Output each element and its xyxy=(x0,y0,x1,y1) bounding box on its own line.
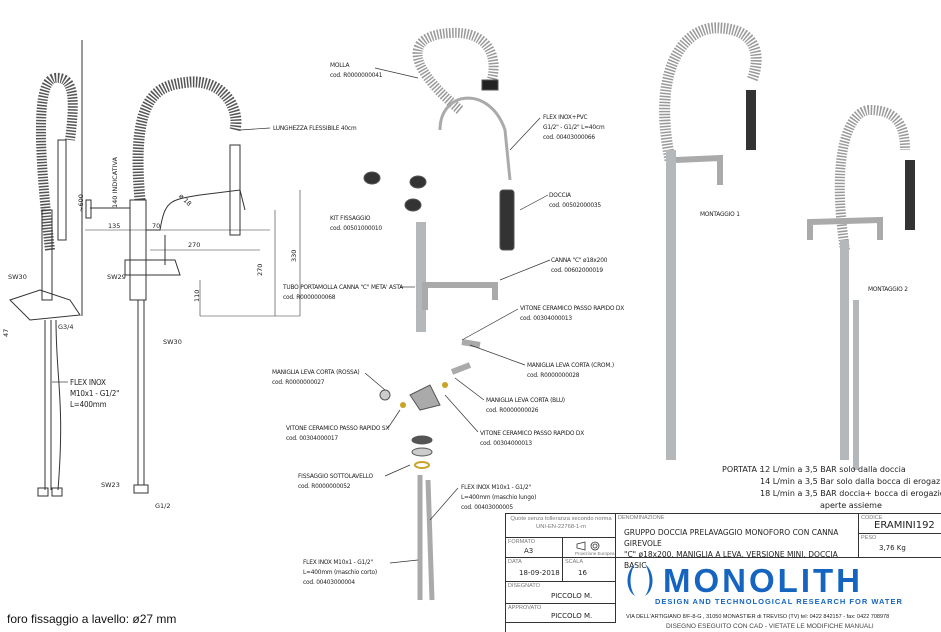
label-flex-lungo: FLEX INOX M10x1 - G1/2"L=400mm (maschio … xyxy=(461,483,537,511)
denominazione-cell: DENOMINAZIONE GRUPPO DOCCIA PRELAVAGGIO … xyxy=(616,514,859,570)
title-block: Quote senza tolleranza secondo norma UNI… xyxy=(505,513,941,632)
dim-sw30-a: SW30 xyxy=(8,273,27,281)
label-lunghezza: LUNGHEZZA FLESSIBILE 40cm xyxy=(273,124,357,132)
monolith-logo: MONOLITH DESIGN AND TECHNOLOGICAL RESEAR… xyxy=(623,558,941,614)
dim-270-a: 270 xyxy=(188,241,201,249)
dim-sw30-b: SW30 xyxy=(163,338,182,346)
portata-line-4: aperte assieme xyxy=(820,501,882,510)
water-drop-logo-icon xyxy=(627,564,653,596)
dim-sw29: SW29 xyxy=(107,273,126,281)
label-flex-corto: FLEX INOX M10x1 - G1/2"L=400mm (maschio … xyxy=(303,558,377,586)
projection-cell: Proiezione Europea xyxy=(563,538,616,558)
dim-g12: G1/2 xyxy=(155,502,171,510)
footer-note: foro fissaggio a lavello: ø27 mm xyxy=(7,612,177,626)
dim-110: 110 xyxy=(193,289,201,302)
label-maniglia-crom: MANIGLIA LEVA CORTA (CROM.)cod. R0000000… xyxy=(527,361,614,379)
dim-135: 135 xyxy=(108,222,121,230)
dim-47: 47 xyxy=(2,328,10,337)
portata-label: PORTATA : xyxy=(722,465,763,474)
dim-330: 330 xyxy=(290,249,298,262)
label-maniglia-rossa: MANIGLIA LEVA CORTA (ROSSA)cod. R0000000… xyxy=(272,368,360,386)
portata-line-3: 18 L/min a 3,5 BAR doccia+ bocca di erog… xyxy=(760,489,941,498)
dim-140: 140 INDICATIVA xyxy=(111,156,119,208)
dim-600: ~600 xyxy=(77,194,85,212)
side-view xyxy=(9,40,83,497)
dim-g34: G3/4 xyxy=(58,323,74,331)
dim-270-b: 270 xyxy=(256,263,264,276)
exploded-view xyxy=(363,27,515,601)
portata-line-1: 12 L/min a 3,5 BAR solo dalla doccia xyxy=(760,465,906,474)
dim-70: 70 xyxy=(152,222,161,230)
assembly-views xyxy=(659,22,915,470)
portata-line-2: 14 L/min a 3,5 Bar solo dalla bocca di e… xyxy=(760,477,941,486)
dim-sw23: SW23 xyxy=(101,481,120,489)
company-address: VIA DELL'ARTIGIANO 8/F-8-G , 31050 MONAS… xyxy=(626,614,890,620)
label-maniglia-blu: MANIGLIA LEVA CORTA (BLU)cod. R000000002… xyxy=(486,396,565,414)
projection-symbol-icon xyxy=(576,541,600,551)
cad-note: DISEGNO ESEGUITO CON CAD - VIETATE LE MO… xyxy=(666,623,874,630)
product-description: GRUPPO DOCCIA PRELAVAGGIO MONOFORO CON C… xyxy=(624,528,839,570)
front-view xyxy=(85,76,301,494)
tolerance-cell: Quote senza tolleranza secondo norma UNI… xyxy=(506,514,616,538)
leader-lines xyxy=(52,67,551,564)
label-montaggio-2: MONTAGGIO 2 xyxy=(868,285,908,293)
label-montaggio-1: MONTAGGIO 1 xyxy=(700,210,740,218)
